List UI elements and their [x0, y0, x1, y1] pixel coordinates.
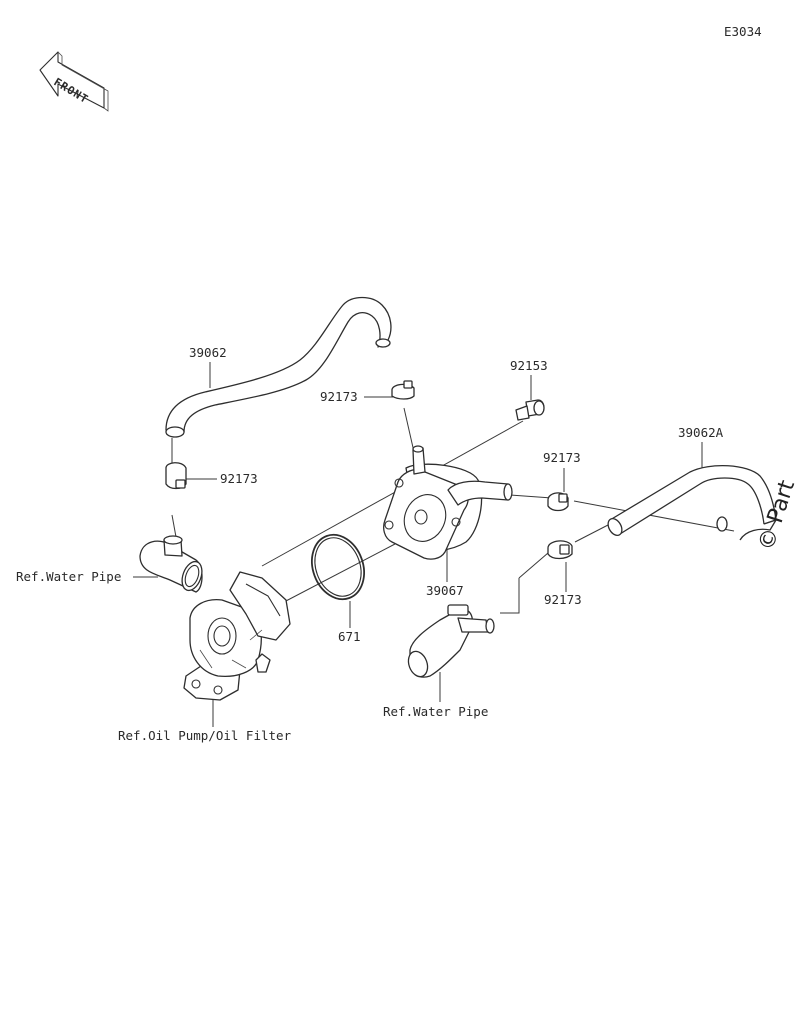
hose-39062	[165, 296, 392, 438]
label-ref-oil-pump: Ref.Oil Pump/Oil Filter	[118, 728, 292, 743]
front-arrow-icon: FRONT	[39, 51, 109, 112]
diagram-code: E3034	[724, 24, 762, 39]
o-ring-671	[311, 533, 365, 601]
label-ref-water-pipe-left: Ref.Water Pipe	[16, 569, 121, 584]
hose-39062a	[607, 464, 777, 541]
label-671: 671	[338, 629, 361, 644]
front-label: FRONT	[51, 75, 90, 106]
label-ref-water-pipe-right: Ref.Water Pipe	[383, 704, 488, 719]
label-92173-top: 92173	[320, 389, 358, 404]
label-92173-low: 92173	[544, 592, 582, 607]
oil-cooler-39067	[383, 445, 513, 560]
water-pipe-left	[139, 535, 203, 593]
bolt-92153	[515, 399, 545, 421]
label-39062: 39062	[189, 345, 227, 360]
oil-pump-housing	[183, 571, 291, 701]
label-39067: 39067	[426, 583, 464, 598]
label-92173-mid: 92173	[543, 450, 581, 465]
label-39062a: 39062A	[678, 425, 724, 440]
leader-lines	[133, 362, 735, 727]
clamp-92173-left	[165, 462, 187, 490]
clamp-92173-low	[547, 540, 573, 560]
clamp-92173-mid	[547, 492, 569, 512]
label-92173-left: 92173	[220, 471, 258, 486]
water-pipe-right	[407, 604, 495, 678]
clamp-92173-top	[391, 380, 415, 400]
label-92153: 92153	[510, 358, 548, 373]
